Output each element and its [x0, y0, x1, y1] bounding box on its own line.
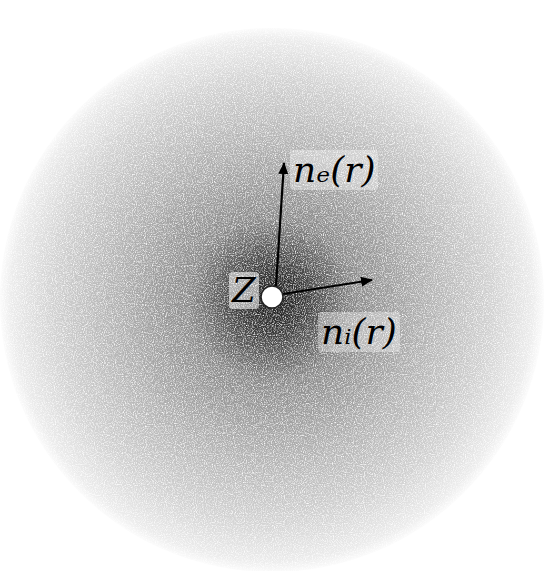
ion-density-arrow	[283, 280, 372, 294]
charge-label: Z	[229, 272, 259, 309]
ion-density-label: nᵢ(r)	[318, 312, 400, 352]
electron-density-label: nₑ(r)	[290, 150, 378, 190]
nucleus	[261, 286, 283, 308]
electron-density-arrow	[276, 163, 284, 286]
